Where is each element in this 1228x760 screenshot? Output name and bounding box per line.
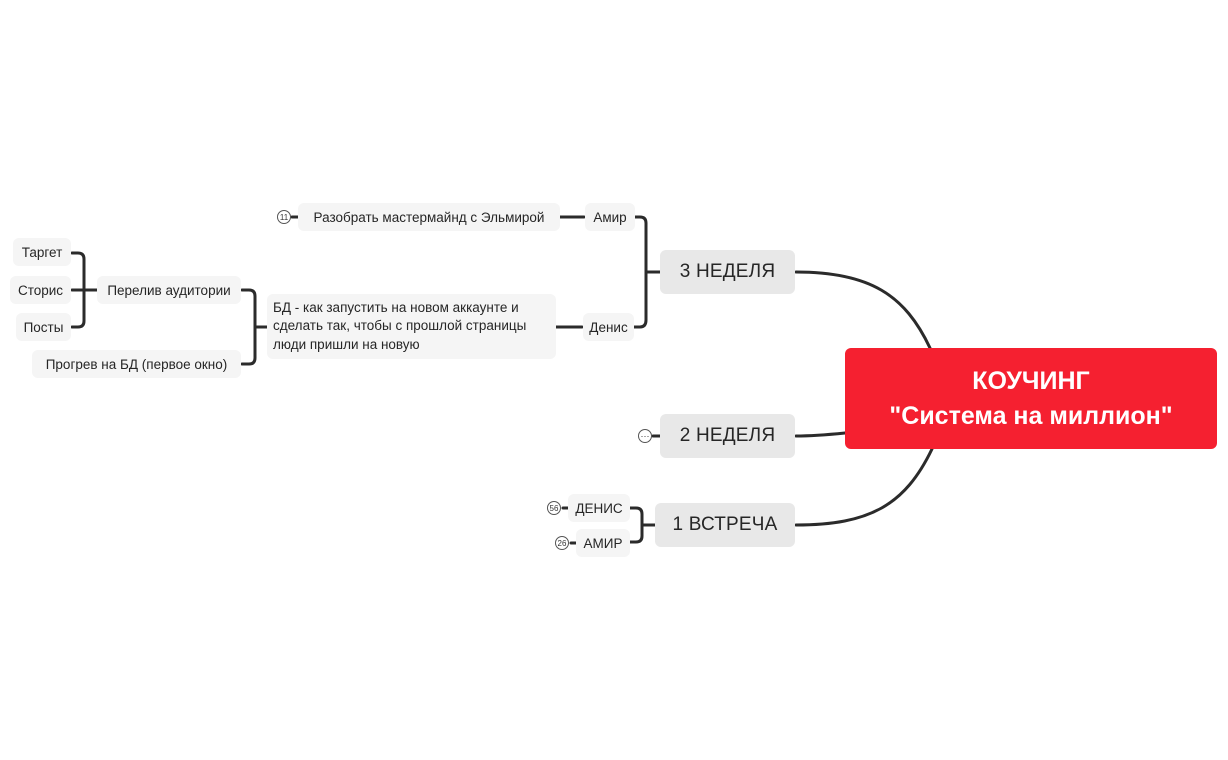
topic-week-3[interactable]: 3 НЕДЕЛЯ bbox=[660, 250, 795, 294]
item-posts-label: Посты bbox=[23, 319, 64, 335]
central-topic-subtitle: "Система на миллион" bbox=[889, 401, 1173, 430]
collapsed-count: 26 bbox=[557, 538, 567, 548]
collapsed-count: 56 bbox=[549, 503, 559, 513]
subtask-progrev-label: Прогрев на БД (первое окно) bbox=[45, 356, 228, 372]
subtopic-amir-meeting-label: АМИР bbox=[583, 535, 623, 551]
topic-meeting-1[interactable]: 1 ВСТРЕЧА bbox=[655, 503, 795, 547]
collapsed-count: ··· bbox=[640, 431, 650, 441]
item-target-label: Таргет bbox=[21, 244, 63, 260]
subtask-pereliv-label: Перелив аудитории bbox=[107, 282, 231, 298]
collapsed-count-badge[interactable]: 26 bbox=[555, 536, 569, 550]
subtopic-amir-meeting[interactable]: АМИР bbox=[576, 529, 630, 557]
central-topic[interactable]: КОУЧИНГ "Система на миллион" bbox=[845, 348, 1217, 449]
task-mastermind[interactable]: Разобрать мастермайнд с Эльмирой bbox=[298, 203, 560, 231]
subtopic-amir-label: Амир bbox=[593, 209, 627, 225]
subtopic-denis-label: Денис bbox=[589, 319, 628, 335]
subtopic-denis-meeting-label: ДЕНИС bbox=[575, 500, 623, 516]
collapsed-count-badge[interactable]: 11 bbox=[277, 210, 291, 224]
item-posts[interactable]: Посты bbox=[16, 313, 71, 341]
collapsed-count: 11 bbox=[279, 212, 289, 222]
subtask-progrev[interactable]: Прогрев на БД (первое окно) bbox=[32, 350, 241, 378]
item-stories-label: Сторис bbox=[17, 282, 64, 298]
task-mastermind-label: Разобрать мастермайнд с Эльмирой bbox=[313, 209, 545, 225]
topic-week-2[interactable]: 2 НЕДЕЛЯ bbox=[660, 414, 795, 458]
collapsed-count-badge[interactable]: 56 bbox=[547, 501, 561, 515]
item-stories[interactable]: Сторис bbox=[10, 276, 71, 304]
subtask-pereliv[interactable]: Перелив аудитории bbox=[97, 276, 241, 304]
topic-week-3-label: 3 НЕДЕЛЯ bbox=[679, 261, 776, 282]
task-bd-new-account[interactable]: БД - как запустить на новом аккаунте и с… bbox=[267, 294, 556, 359]
task-bd-new-account-label: БД - как запустить на новом аккаунте и с… bbox=[273, 299, 527, 352]
subtopic-denis-meeting[interactable]: ДЕНИС bbox=[568, 494, 630, 522]
expand-collapsed-icon[interactable]: ··· bbox=[638, 429, 652, 443]
subtopic-amir[interactable]: Амир bbox=[585, 203, 635, 231]
item-target[interactable]: Таргет bbox=[13, 238, 71, 266]
topic-week-2-label: 2 НЕДЕЛЯ bbox=[679, 425, 776, 446]
subtopic-denis[interactable]: Денис bbox=[583, 313, 634, 341]
topic-meeting-1-label: 1 ВСТРЕЧА bbox=[672, 514, 778, 535]
central-topic-title: КОУЧИНГ bbox=[972, 366, 1090, 395]
